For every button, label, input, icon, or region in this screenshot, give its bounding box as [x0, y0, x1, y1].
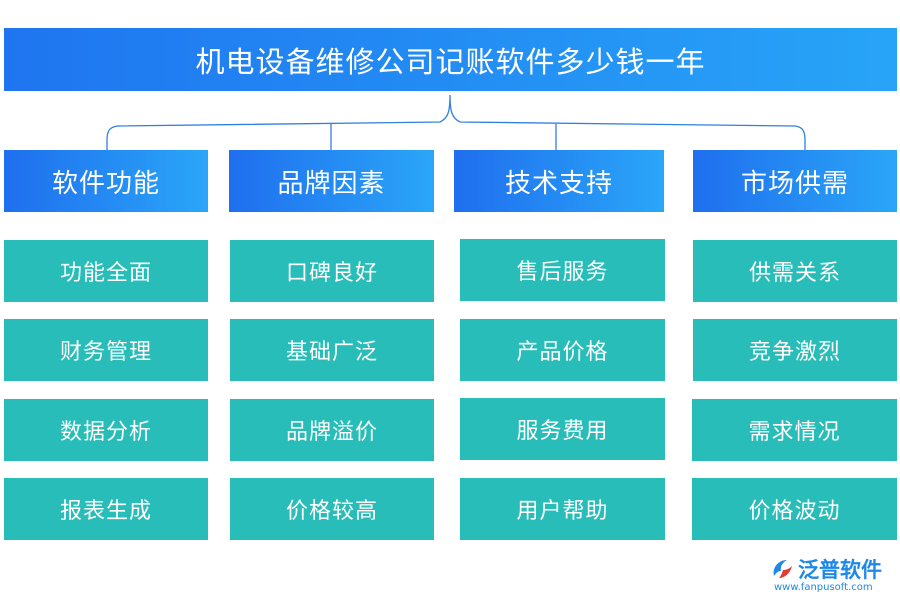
item-label: 产品价格 — [516, 340, 609, 365]
column-header-tech-support: 技术支持 — [454, 150, 664, 212]
item-label: 数据分析 — [59, 420, 152, 445]
fanpu-logo: 泛普软件 www.fanpusoft.com — [770, 552, 892, 596]
list-item: 基础广泛 — [230, 319, 434, 381]
list-item: 产品价格 — [460, 319, 665, 381]
item-label: 用户帮助 — [516, 499, 609, 524]
list-item: 财务管理 — [4, 319, 208, 381]
list-item: 供需关系 — [693, 240, 897, 302]
logo-name: 泛普软件 — [798, 558, 882, 582]
list-item: 数据分析 — [4, 399, 208, 461]
item-label: 价格较高 — [285, 499, 378, 524]
column-header-label: 软件功能 — [51, 168, 160, 199]
list-item: 价格较高 — [230, 478, 434, 540]
list-item: 售后服务 — [460, 239, 665, 301]
logo-url: www.fanpusoft.com — [774, 582, 873, 593]
column-header-label: 市场供需 — [740, 168, 849, 199]
list-item: 用户帮助 — [460, 478, 665, 540]
list-item: 竞争激烈 — [693, 319, 897, 381]
brace-connector — [106, 94, 806, 150]
list-item: 口碑良好 — [230, 240, 434, 302]
item-label: 供需关系 — [748, 261, 841, 286]
column-header-market-supply-demand: 市场供需 — [693, 150, 897, 212]
list-item: 服务费用 — [460, 398, 665, 460]
item-label: 价格波动 — [748, 499, 841, 524]
list-item: 需求情况 — [692, 399, 897, 461]
item-label: 基础广泛 — [285, 340, 378, 365]
item-label: 需求情况 — [748, 420, 841, 445]
column-header-label: 品牌因素 — [277, 168, 386, 199]
item-label: 财务管理 — [59, 340, 152, 365]
column-header-brand-factors: 品牌因素 — [229, 150, 434, 212]
list-item: 价格波动 — [692, 478, 897, 540]
item-label: 口碑良好 — [285, 261, 378, 286]
list-item: 功能全面 — [4, 240, 208, 302]
list-item: 品牌溢价 — [230, 399, 434, 461]
column-header-software-features: 软件功能 — [4, 150, 208, 212]
title-bar: 机电设备维修公司记账软件多少钱一年 — [4, 28, 897, 91]
item-label: 品牌溢价 — [285, 420, 378, 445]
column-header-label: 技术支持 — [504, 168, 613, 199]
fanpu-logo-icon — [773, 560, 792, 578]
item-label: 竞争激烈 — [748, 340, 841, 365]
item-label: 功能全面 — [59, 261, 152, 286]
diagram-title: 机电设备维修公司记账软件多少钱一年 — [195, 44, 706, 79]
list-item: 报表生成 — [4, 478, 208, 540]
item-label: 报表生成 — [59, 499, 152, 524]
item-label: 售后服务 — [516, 260, 609, 285]
item-label: 服务费用 — [516, 419, 609, 444]
